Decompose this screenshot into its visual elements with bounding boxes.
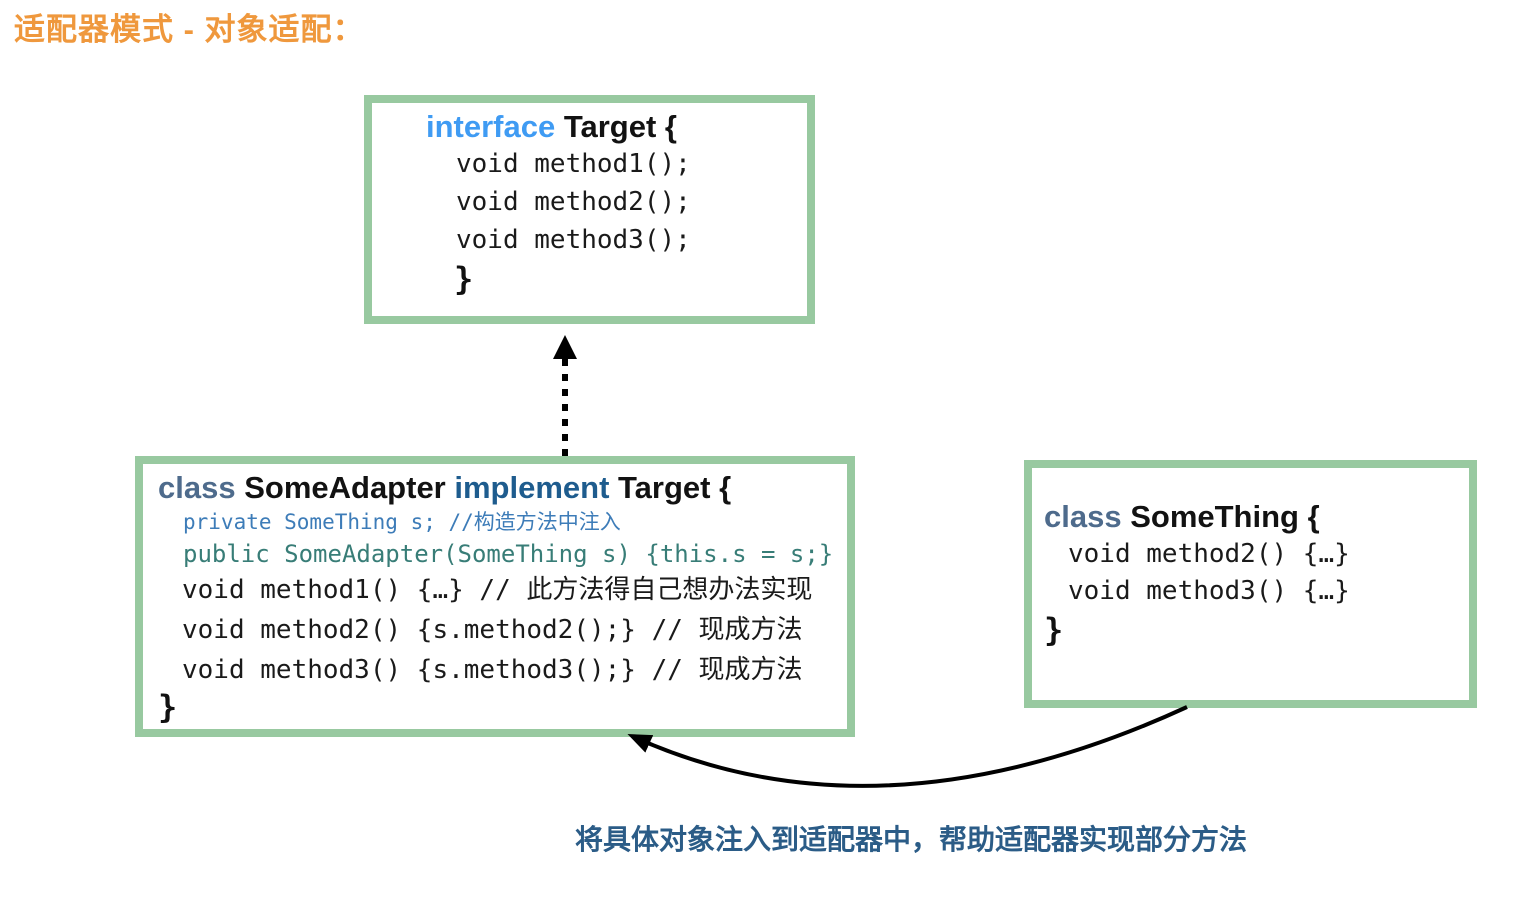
something-box-heading: class SomeThing { — [1044, 498, 1469, 536]
adapter-box-heading: class SomeAdapter implement Target { — [158, 470, 847, 506]
adapter-constructor-line: public SomeAdapter(SomeThing s) {this.s … — [183, 540, 834, 568]
something-method-line: void method3() {…} — [1068, 576, 1350, 606]
implement-keyword: implement — [454, 470, 610, 505]
slide-title: 适配器模式 - 对象适配： — [14, 12, 365, 47]
target-interface-name: Target { — [563, 109, 677, 144]
adapter-method-line: void method2() {s.method2();} // 现成方法 — [182, 615, 803, 645]
adapter-class-name: SomeAdapter — [244, 470, 446, 505]
target-method-line: void method3(); — [456, 225, 691, 255]
class-keyword: class — [158, 470, 236, 505]
adapter-close-brace: } — [158, 688, 178, 726]
something-method-line: void method2() {…} — [1068, 539, 1350, 569]
target-interface-box: interface Target { void method1(); void … — [364, 95, 815, 324]
implements-arrow-head — [553, 335, 577, 359]
something-class-name: SomeThing { — [1130, 499, 1320, 534]
adapter-private-field-line: private SomeThing s; //构造方法中注入 — [183, 510, 621, 534]
something-class-box: class SomeThing { void method2() {…} voi… — [1024, 460, 1477, 708]
adapter-method-line: void method3() {s.method3();} // 现成方法 — [182, 655, 803, 685]
target-box-heading: interface Target { — [426, 109, 807, 145]
target-method-line: void method2(); — [456, 187, 691, 217]
adapter-method-line: void method1() {…} // 此方法得自己想办法实现 — [182, 575, 813, 605]
adapter-class-box: class SomeAdapter implement Target { pri… — [135, 456, 855, 737]
interface-keyword: interface — [426, 109, 556, 144]
injection-caption: 将具体对象注入到适配器中，帮助适配器实现部分方法 — [575, 824, 1248, 855]
class-keyword: class — [1044, 499, 1122, 534]
something-close-brace: } — [1044, 611, 1064, 649]
adapter-target-name: Target { — [618, 470, 732, 505]
target-method-line: void method1(); — [456, 149, 691, 179]
target-close-brace: } — [454, 260, 474, 298]
